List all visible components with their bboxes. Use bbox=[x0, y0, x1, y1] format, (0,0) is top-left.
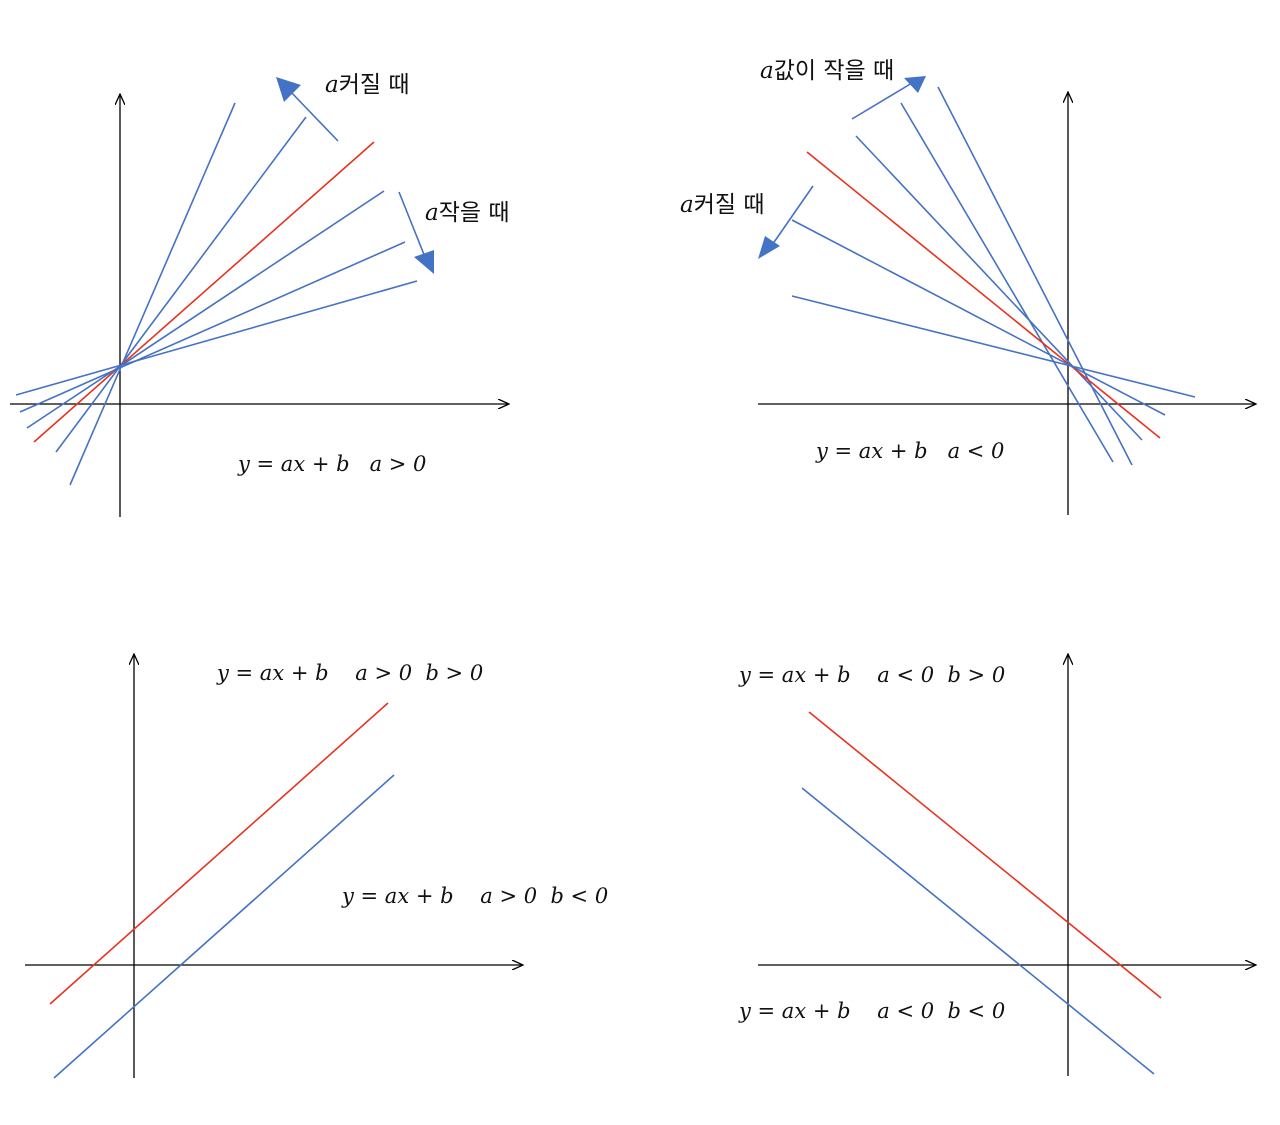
label-increase: a커질 때 bbox=[325, 72, 410, 98]
label-increase: a커질 때 bbox=[680, 192, 765, 218]
formula-negative-intercept: y = ax + b a > 0 b < 0 bbox=[341, 884, 608, 908]
formula: y = ax + b a > 0 bbox=[237, 452, 426, 476]
arrow-increase-head bbox=[276, 77, 301, 102]
line-negative-intercept bbox=[801, 787, 1155, 1075]
panel-bottom-left: y = ax + b a > 0 b > 0 y = ax + b a > 0 … bbox=[25, 655, 608, 1079]
line-negative-intercept bbox=[53, 774, 395, 1079]
line-reference bbox=[806, 151, 1161, 439]
line-steepest bbox=[69, 102, 236, 486]
line-medium bbox=[26, 190, 385, 429]
line-gentlest bbox=[15, 280, 418, 396]
line-steep bbox=[55, 116, 307, 453]
arrow-increase bbox=[288, 89, 339, 142]
arrow-decrease bbox=[398, 191, 426, 258]
panel-bottom-right: y = ax + b a < 0 b > 0 y = ax + b a < 0 … bbox=[738, 655, 1255, 1076]
panel-top-right: a값이 작을 때 a커질 때 y = ax + b a < 0 bbox=[680, 58, 1255, 515]
formula-negative-intercept: y = ax + b a < 0 b < 0 bbox=[738, 999, 1005, 1023]
line-positive-intercept bbox=[49, 702, 389, 1005]
arrow-decrease-head bbox=[414, 250, 434, 274]
formula-positive-intercept: y = ax + b a < 0 b > 0 bbox=[738, 663, 1005, 687]
line-gentle bbox=[791, 219, 1166, 416]
panel-top-left: a커질 때 a작을 때 y = ax + b a > 0 bbox=[10, 72, 510, 517]
arrow-decrease-head bbox=[904, 76, 926, 93]
formula-positive-intercept: y = ax + b a > 0 b > 0 bbox=[216, 661, 483, 685]
label-decrease: a작을 때 bbox=[425, 200, 510, 226]
line-medium bbox=[855, 135, 1143, 441]
line-reference bbox=[33, 141, 375, 443]
arrow-increase-head bbox=[758, 236, 780, 259]
label-decrease: a값이 작을 때 bbox=[760, 58, 894, 84]
arrow-increase bbox=[769, 185, 814, 249]
line-gentlest bbox=[791, 295, 1196, 398]
arrow-decrease bbox=[851, 82, 913, 120]
line-gentle bbox=[19, 241, 406, 413]
line-steep bbox=[900, 102, 1114, 463]
line-positive-intercept bbox=[808, 711, 1162, 999]
line-steepest bbox=[937, 86, 1133, 466]
formula: y = ax + b a < 0 bbox=[815, 439, 1004, 463]
